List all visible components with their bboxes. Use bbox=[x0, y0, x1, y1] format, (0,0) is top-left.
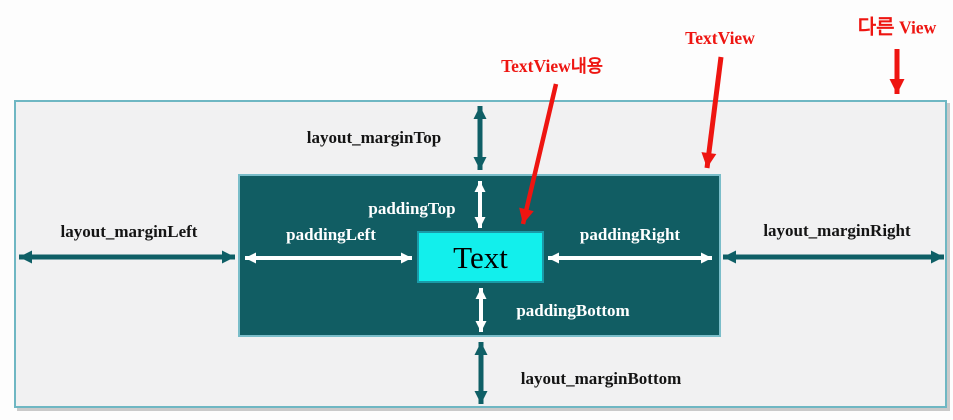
layout-margin-top-label: layout_marginTop bbox=[306, 128, 442, 148]
padding-bottom-label: paddingBottom bbox=[516, 301, 630, 321]
layout-margin-left-label: layout_marginLeft bbox=[60, 222, 198, 242]
callout-textview-label: TextView bbox=[685, 27, 755, 48]
callout-other-view-korean: 다른 bbox=[857, 16, 895, 39]
layout-margin-right-label: layout_marginRight bbox=[763, 221, 911, 241]
callout-other-view-latin: View bbox=[898, 17, 937, 38]
callout-content-label: TextView내용 bbox=[501, 55, 603, 76]
padding-right-label: paddingRight bbox=[579, 225, 681, 245]
padding-top-label: paddingTop bbox=[368, 199, 456, 219]
text-content-box: Text bbox=[417, 231, 544, 283]
text-content-label: Text bbox=[453, 239, 508, 275]
callout-other-view-label: 다른 View bbox=[858, 17, 936, 40]
padding-left-label: paddingLeft bbox=[286, 225, 376, 245]
layout-margin-bottom-label: layout_marginBottom bbox=[520, 369, 682, 389]
